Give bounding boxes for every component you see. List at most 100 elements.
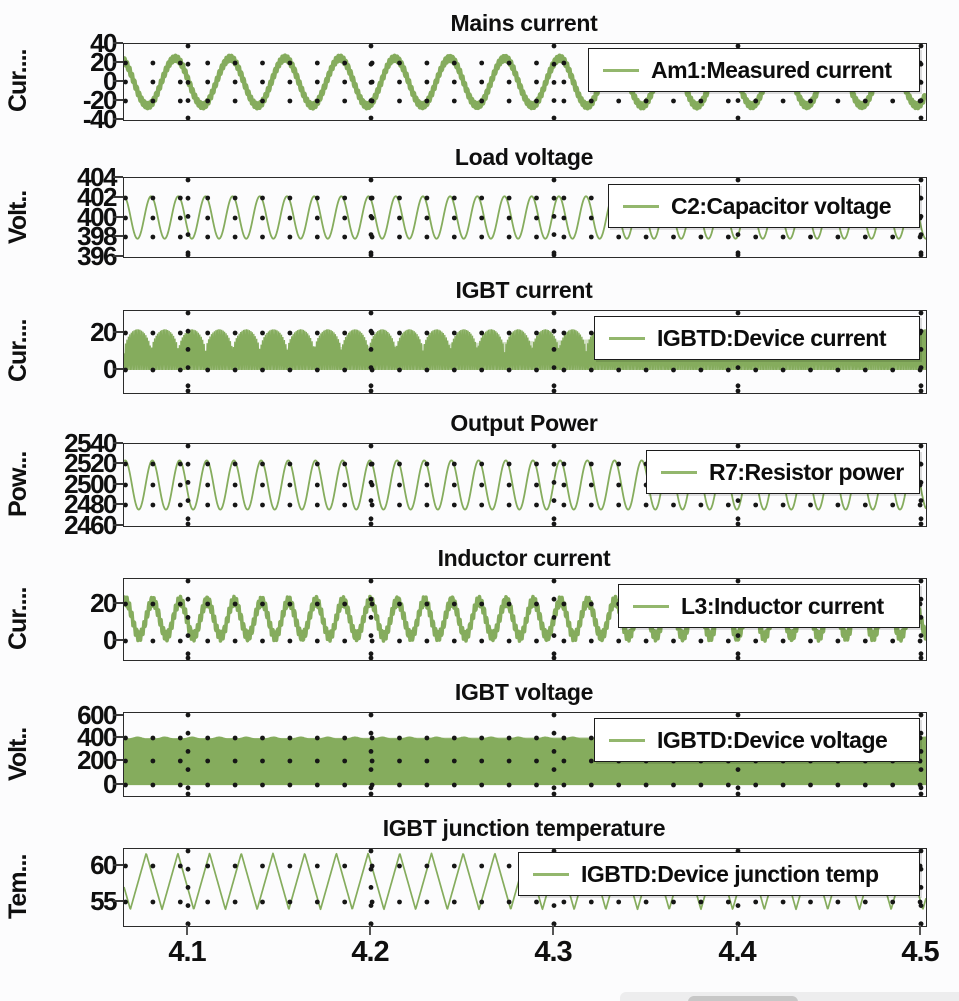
y-tick-label: 40 bbox=[90, 28, 117, 58]
legend-line-swatch bbox=[533, 872, 569, 876]
legend-line-swatch bbox=[661, 470, 697, 474]
legend[interactable]: R7:Resistor power bbox=[646, 450, 920, 494]
waveform-trace bbox=[124, 594, 926, 643]
y-tick-label: 200 bbox=[77, 745, 117, 775]
y-tick-label: 402 bbox=[77, 182, 117, 212]
y-tick-label: 400 bbox=[77, 722, 117, 752]
legend-label: R7:Resistor power bbox=[709, 458, 904, 485]
y-tick-mark bbox=[113, 216, 123, 218]
y-tick-mark bbox=[113, 118, 123, 120]
legend[interactable]: C2:Capacitor voltage bbox=[608, 184, 920, 228]
y-tick-mark bbox=[113, 462, 123, 464]
y-tick-mark bbox=[113, 42, 123, 44]
y-tick-label: 60 bbox=[90, 850, 117, 880]
y-tick-label: 2500 bbox=[64, 469, 117, 499]
panel-title: Load voltage bbox=[454, 144, 594, 170]
legend-line-swatch bbox=[633, 604, 669, 608]
legend[interactable]: IGBTD:Device current bbox=[594, 316, 920, 360]
y-tick-label: 2480 bbox=[64, 489, 117, 519]
waveform-trace bbox=[124, 459, 926, 511]
x-tick-label: 4.3 bbox=[534, 936, 572, 963]
legend-line-swatch bbox=[609, 336, 645, 340]
y-tick-label: 2540 bbox=[64, 428, 117, 458]
y-tick-mark bbox=[113, 602, 123, 604]
y-tick-mark bbox=[113, 503, 123, 505]
grid-dots bbox=[124, 444, 924, 526]
y-tick-mark bbox=[113, 864, 123, 866]
y-tick-mark bbox=[113, 61, 123, 63]
panel-title: Mains current bbox=[450, 10, 598, 36]
plot-canvas bbox=[124, 579, 926, 660]
y-tick-mark bbox=[113, 483, 123, 485]
window-edge-artifact bbox=[688, 996, 798, 1001]
y-axis-label: Cur.... bbox=[4, 587, 32, 650]
y-tick-label: -20 bbox=[82, 85, 118, 115]
legend-label: IGBTD:Device voltage bbox=[657, 726, 888, 753]
y-tick-mark bbox=[113, 759, 123, 761]
grid-dots bbox=[124, 579, 924, 660]
panel-title: Inductor current bbox=[437, 545, 611, 571]
x-tick-mark bbox=[369, 925, 371, 935]
panel-title: IGBT voltage bbox=[454, 679, 594, 705]
plot-canvas bbox=[124, 444, 926, 526]
x-tick-label: 4.4 bbox=[718, 936, 756, 963]
waveform-trace bbox=[124, 736, 926, 786]
y-tick-label: 398 bbox=[77, 221, 117, 251]
y-tick-label: 20 bbox=[90, 317, 117, 347]
y-tick-label: 404 bbox=[77, 162, 117, 192]
x-tick-mark bbox=[552, 925, 554, 935]
legend-label: IGBTD:Device current bbox=[657, 324, 887, 351]
y-tick-mark bbox=[113, 783, 123, 785]
panel-title: Output Power bbox=[450, 410, 598, 436]
y-tick-label: 2460 bbox=[64, 510, 117, 540]
legend[interactable]: Am1:Measured current bbox=[588, 48, 920, 92]
legend[interactable]: IGBTD:Device voltage bbox=[594, 718, 920, 762]
y-tick-mark bbox=[113, 196, 123, 198]
y-tick-mark bbox=[113, 255, 123, 257]
y-tick-label: 600 bbox=[77, 700, 117, 730]
y-axis-label: Cur.... bbox=[4, 319, 32, 383]
legend[interactable]: L3:Inductor current bbox=[618, 584, 920, 628]
y-tick-mark bbox=[113, 442, 123, 444]
y-tick-label: -40 bbox=[82, 104, 118, 134]
x-tick-mark bbox=[736, 925, 738, 935]
y-tick-mark bbox=[113, 639, 123, 641]
y-tick-label: 55 bbox=[90, 886, 117, 916]
y-tick-mark bbox=[113, 368, 123, 370]
x-tick-mark bbox=[919, 925, 921, 935]
legend-line-swatch bbox=[603, 68, 639, 72]
y-tick-label: 0 bbox=[103, 625, 117, 655]
x-tick-mark bbox=[186, 925, 188, 935]
y-tick-mark bbox=[113, 331, 123, 333]
y-tick-label: 396 bbox=[77, 241, 117, 271]
y-tick-mark bbox=[113, 736, 123, 738]
panel-title: IGBT current bbox=[455, 277, 593, 303]
y-tick-label: 2520 bbox=[64, 448, 117, 478]
legend-line-swatch bbox=[609, 738, 645, 742]
y-tick-label: 20 bbox=[90, 588, 117, 618]
x-tick-label: 4.5 bbox=[901, 936, 939, 963]
y-tick-mark bbox=[113, 80, 123, 82]
legend-line-swatch bbox=[623, 204, 659, 208]
y-tick-mark bbox=[113, 714, 123, 716]
y-tick-label: 0 bbox=[103, 769, 117, 799]
y-tick-mark bbox=[113, 235, 123, 237]
y-tick-label: 400 bbox=[77, 202, 117, 232]
legend-label: IGBTD:Device junction temp bbox=[581, 860, 879, 887]
y-axis-label: Tem... bbox=[4, 854, 32, 919]
y-tick-mark bbox=[113, 524, 123, 526]
panel-title: IGBT junction temperature bbox=[382, 815, 666, 841]
plot-area[interactable] bbox=[123, 578, 927, 661]
grid-dots bbox=[124, 44, 924, 120]
y-tick-mark bbox=[113, 176, 123, 178]
legend[interactable]: IGBTD:Device junction temp bbox=[518, 852, 920, 896]
x-tick-label: 4.1 bbox=[168, 936, 206, 963]
legend-label: L3:Inductor current bbox=[681, 592, 884, 619]
plot-area[interactable] bbox=[123, 443, 927, 527]
y-tick-label: 20 bbox=[90, 47, 117, 77]
y-tick-label: 0 bbox=[103, 354, 117, 384]
y-tick-mark bbox=[113, 99, 123, 101]
x-tick-label: 4.2 bbox=[351, 936, 389, 963]
waveform-trace bbox=[124, 195, 926, 240]
y-tick-label: 0 bbox=[103, 66, 117, 96]
